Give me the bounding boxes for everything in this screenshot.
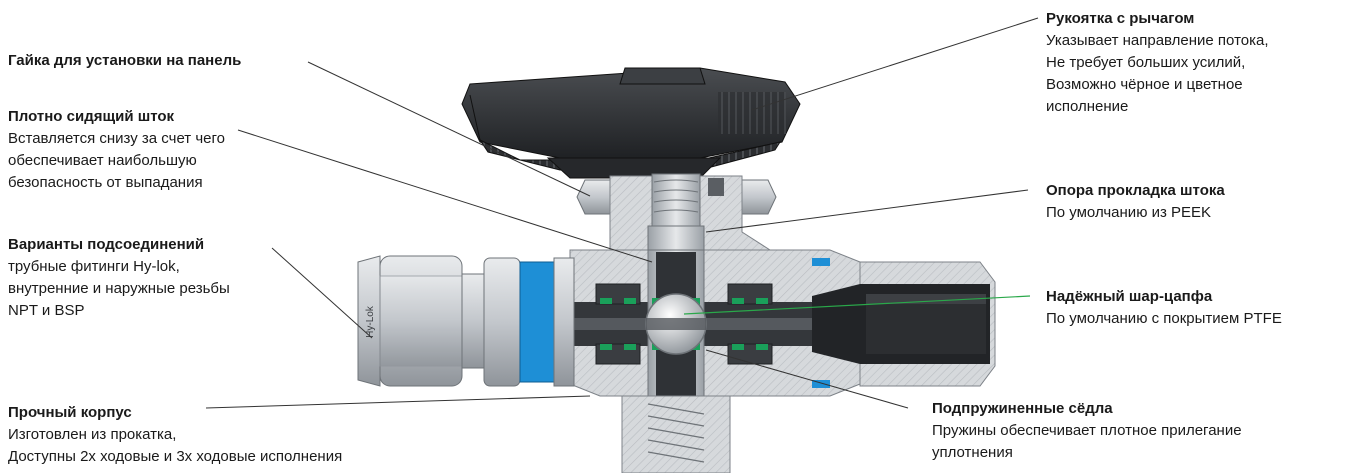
callout-stem-title: Плотно сидящий шток	[8, 108, 175, 125]
valve-body	[569, 249, 870, 473]
callout-stem-packing-desc: По умолчанию из PEEK	[1046, 204, 1212, 221]
callout-connections-desc: трубные фитинги Hy-lok, внутренние и нар…	[8, 258, 230, 319]
callout-body-desc: Изготовлен из прокатка, Доступны 2х ходо…	[8, 426, 343, 465]
callout-handle: Рукоятка с рычагом Указывает направление…	[1046, 8, 1269, 118]
callout-body: Прочный корпус Изготовлен из прокатка, Д…	[8, 402, 342, 468]
handle-group	[461, 67, 801, 179]
callout-trunnion-ball: Надёжный шар-цапфа По умолчанию с покрыт…	[1046, 286, 1282, 330]
leader-lines	[205, 17, 1039, 409]
left-fitting: Hy-Lok	[357, 255, 575, 387]
bonnet	[609, 173, 772, 253]
callout-panel-nut-title: Гайка для установки на панель	[8, 52, 242, 69]
callout-seats-title: Подпружиненные сёдла	[932, 400, 1113, 417]
callout-trunnion-ball-desc: По умолчанию с покрытием PTFE	[1046, 310, 1282, 327]
ball-leader-line	[683, 295, 1031, 315]
callout-stem-packing: Опора прокладка штока По умолчанию из PE…	[1046, 180, 1225, 224]
callout-trunnion-ball-title: Надёжный шар-цапфа	[1046, 288, 1213, 305]
callout-connections: Варианты подсоединений трубные фитинги H…	[8, 234, 230, 322]
callout-body-title: Прочный корпус	[8, 404, 132, 421]
callout-panel-nut: Гайка для установки на панель	[8, 50, 241, 72]
callout-handle-title: Рукоятка с рычагом	[1046, 10, 1195, 27]
panel-nut	[576, 179, 777, 215]
callout-stem-packing-title: Опора прокладка штока	[1046, 182, 1225, 199]
callout-seats: Подпружиненные сёдла Пружины обеспечивае…	[932, 398, 1242, 464]
brand-mark: Hy-Lok	[365, 305, 376, 338]
callout-stem: Плотно сидящий шток Вставляется снизу за…	[8, 106, 225, 194]
callout-handle-desc: Указывает направление потока, Не требует…	[1046, 32, 1269, 115]
callout-connections-title: Варианты подсоединений	[8, 236, 205, 253]
callout-stem-desc: Вставляется снизу за счет чего обеспечив…	[8, 130, 225, 191]
callout-seats-desc: Пружины обеспечивает плотное прилегание …	[932, 422, 1242, 461]
